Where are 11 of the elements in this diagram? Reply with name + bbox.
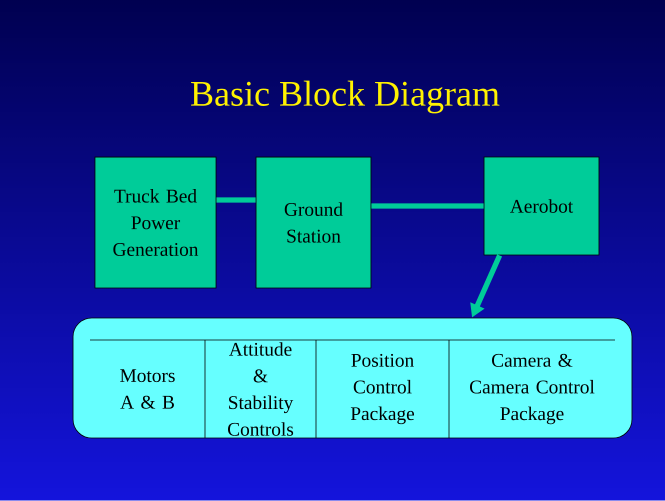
process-box: Ground Station xyxy=(256,156,372,288)
connector xyxy=(371,203,484,209)
process-box: Truck Bed Power Generation xyxy=(94,156,216,288)
table-cell: Attitude & Stability Controls xyxy=(228,342,294,436)
connector xyxy=(216,197,256,203)
table-cell: Motors A & B xyxy=(120,369,175,409)
table-cell: Position Control Package xyxy=(350,354,414,424)
table-cell: Camera & Camera Control Package xyxy=(470,354,594,424)
package-panel xyxy=(72,318,632,438)
title: Basic Block Diagram xyxy=(191,80,500,114)
process-box: Aerobot xyxy=(484,156,600,256)
